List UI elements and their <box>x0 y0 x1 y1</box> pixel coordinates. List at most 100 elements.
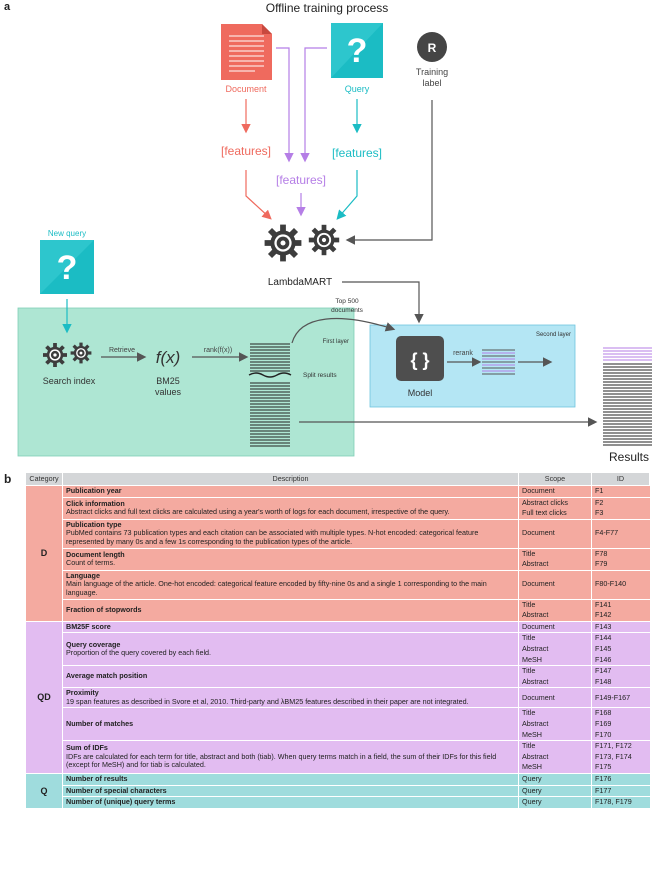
feature-description: 19 span features as described in Svore e… <box>66 696 469 706</box>
arrow-query-mid <box>300 47 327 163</box>
scope-cell: Document <box>518 485 592 498</box>
scope-cell: Abstract <box>518 676 592 688</box>
feature-name: Sum of IDFs <box>66 743 108 753</box>
id-cell: F142 <box>591 610 650 622</box>
feature-name: Publication type <box>66 519 122 529</box>
scope-cell: Document <box>518 620 592 633</box>
feature-description: Proportion of the query covered by each … <box>66 648 212 658</box>
id-cell: F175 <box>591 762 650 774</box>
id-cell: F146 <box>591 654 650 666</box>
id-cell: F148 <box>591 676 650 688</box>
scope-cell: MeSH <box>518 762 592 774</box>
rank-label: rank(f(x)) <box>204 347 232 354</box>
id-cell: F170 <box>591 729 650 741</box>
id-cell: F4-F77 <box>591 518 650 549</box>
id-cell: F169 <box>591 719 650 730</box>
id-cell: F2 <box>591 496 650 509</box>
diagram-canvas: a Offline training process Second layer … <box>4 1 652 464</box>
scope-cell: Document <box>518 518 592 549</box>
query-icon: ? <box>331 23 383 78</box>
feature-name: Language <box>66 570 100 580</box>
pipeline-diagram: a Offline training process Second layer … <box>4 1 652 464</box>
arrow-features-query-gears <box>336 170 358 220</box>
scope-cell: Title <box>518 740 592 752</box>
description-cell: Number of matches <box>62 707 519 741</box>
header-category: Category <box>25 472 63 486</box>
first-layer-box <box>17 307 355 457</box>
scope-cell: Query <box>518 784 592 797</box>
feature-name: Number of special characters <box>66 785 167 795</box>
results-list <box>603 347 652 446</box>
feature-name: Average match position <box>66 671 148 681</box>
category-cell: Q <box>25 773 63 808</box>
feature-description: Count of terms. <box>66 558 116 568</box>
scope-cell: Abstract <box>518 610 592 622</box>
model-icon-glyph: { } <box>410 350 429 370</box>
arrow-top500 <box>291 317 396 344</box>
id-cell: F143 <box>591 620 650 633</box>
category-cell: D <box>25 485 63 622</box>
id-cell: F145 <box>591 643 650 655</box>
training-label-line1: Training <box>416 67 448 77</box>
id-cell: F79 <box>591 559 650 571</box>
diagram-title: Offline training process <box>266 1 389 15</box>
panel-b-letter: b <box>4 472 12 486</box>
feature-name: Number of matches <box>66 719 134 729</box>
feature-name: Click information <box>66 498 125 508</box>
arrow-doc-mid <box>276 47 294 163</box>
reranked-list <box>482 349 515 375</box>
header-id: ID <box>591 472 650 486</box>
document-icon <box>221 24 272 80</box>
training-label-icon <box>417 32 447 62</box>
scope-cell: Title <box>518 632 592 644</box>
document-label: Document <box>225 84 267 94</box>
scope-cell: MeSH <box>518 654 592 666</box>
description-cell: Number of results <box>62 773 519 786</box>
description-cell: Fraction of stopwords <box>62 598 519 622</box>
id-cell: F80-F140 <box>591 569 650 600</box>
id-cell: F3 <box>591 508 650 520</box>
feature-description: Main language of the article. One-hot en… <box>66 579 487 597</box>
top500-line1: Top 500 <box>335 298 359 305</box>
id-cell: F141 <box>591 598 650 611</box>
id-cell: F178, F179 <box>591 796 650 808</box>
scope-cell: Title <box>518 547 592 560</box>
ranked-list <box>250 343 290 447</box>
lambdamart-gears-icon <box>264 224 340 262</box>
first-layer-label: First layer <box>323 339 349 345</box>
description-cell: Publication year <box>62 485 519 498</box>
feature-description: Abstract clicks and full text clicks are… <box>66 507 450 517</box>
lambdamart-label: LambdaMART <box>268 277 332 288</box>
feature-name: Document length <box>66 549 125 559</box>
scope-cell: Query <box>518 773 592 786</box>
svg-text:?: ? <box>57 249 78 287</box>
scope-cell: Title <box>518 598 592 611</box>
query-label: Query <box>345 84 370 94</box>
search-index-label: Search index <box>43 376 96 386</box>
